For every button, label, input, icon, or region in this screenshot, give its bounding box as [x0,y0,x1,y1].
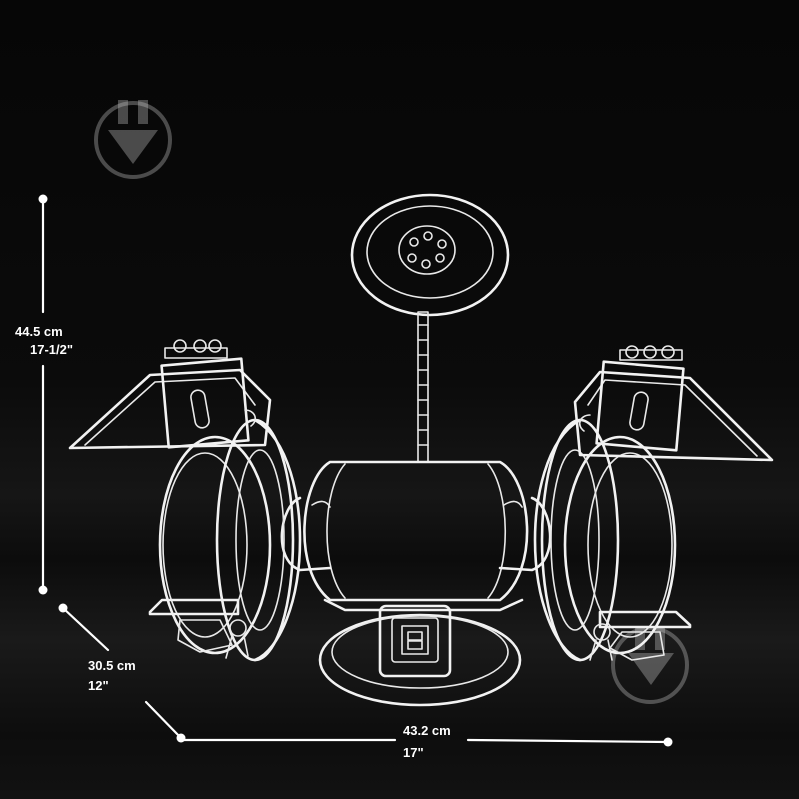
depth-metric-label: 30.5 cm [88,658,136,673]
work-lamp [350,193,510,463]
left-eye-shield [68,339,272,450]
height-imperial-label: 17-1/2" [30,342,74,357]
height-dimension-line [38,194,48,595]
depth-imperial-label: 12" [88,678,109,693]
width-imperial-label: 17" [403,745,424,760]
right-eye-shield [573,345,774,462]
left-tool-rest [148,598,249,659]
height-metric-label: 44.5 cm [15,324,63,339]
width-dimension-line [179,737,673,747]
depth-dimension-line [58,603,186,743]
motor-housing [280,460,552,602]
width-metric-label: 43.2 cm [403,723,451,738]
base [318,598,524,707]
right-tool-rest [589,610,692,661]
left-grinding-wheel [158,418,302,662]
